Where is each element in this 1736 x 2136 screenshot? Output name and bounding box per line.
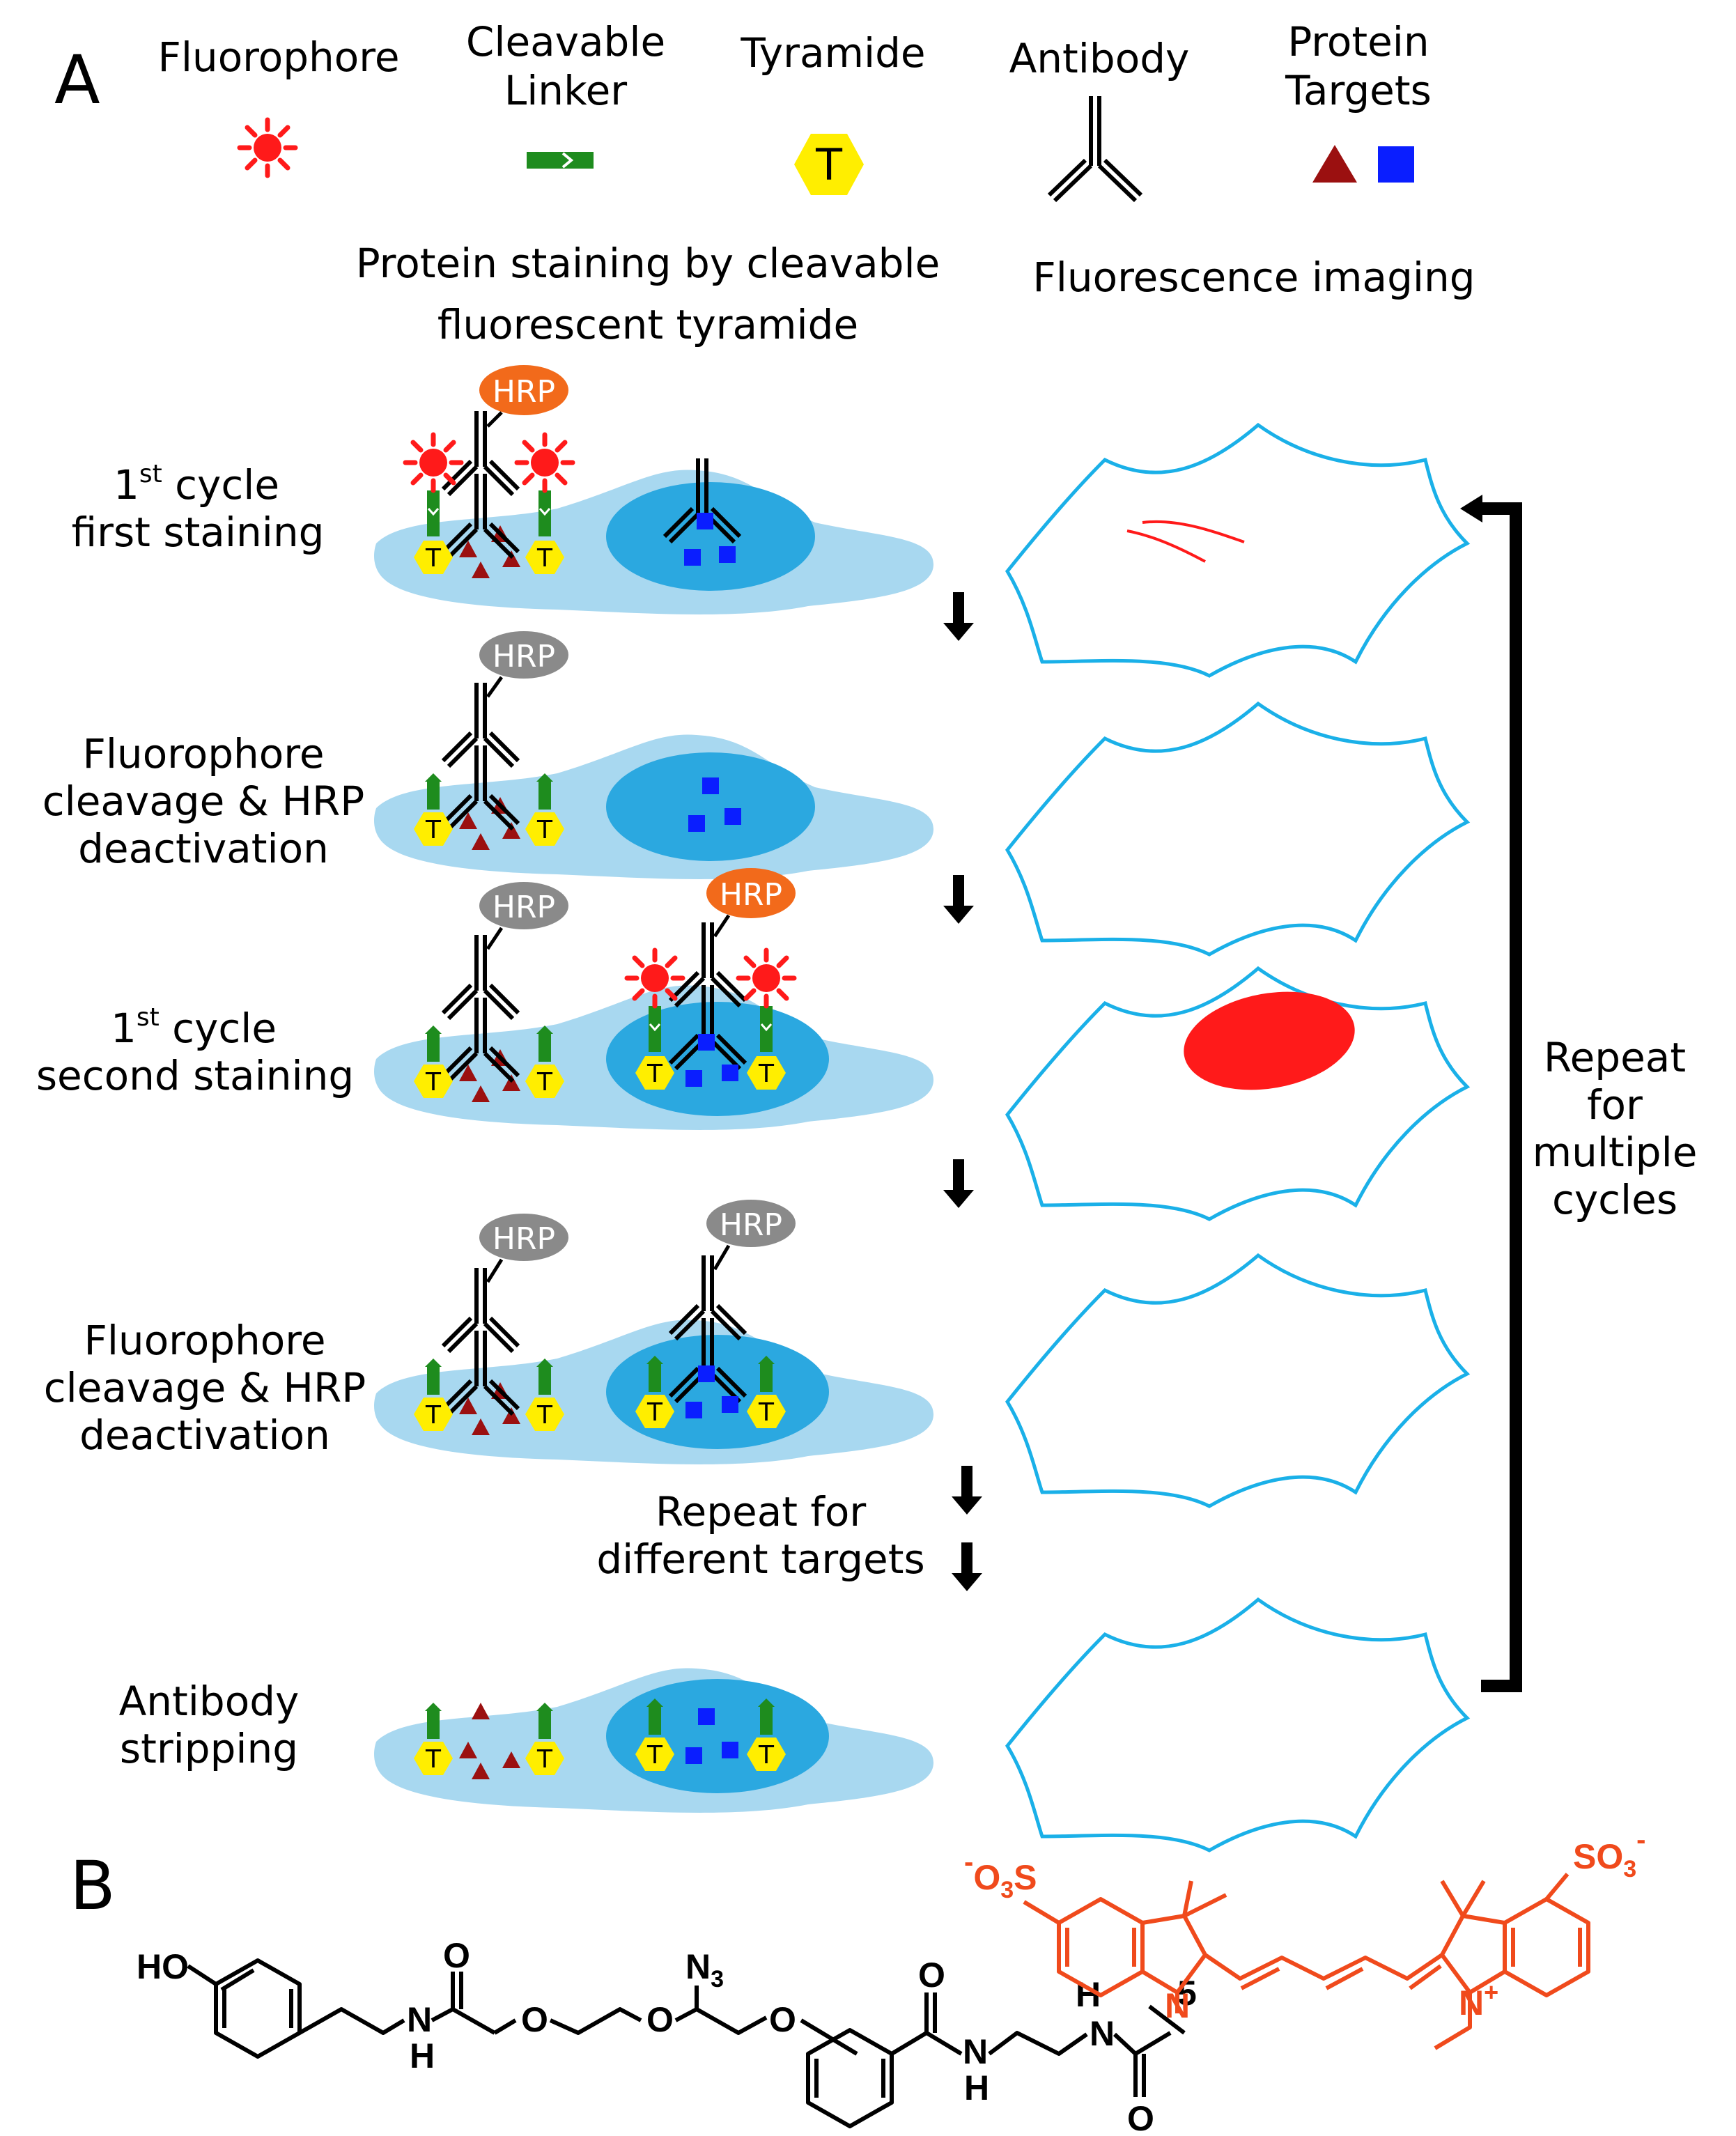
imaging-cell-5 xyxy=(1007,1600,1467,1850)
step-label-5: Antibody stripping xyxy=(119,1678,300,1772)
svg-text:HO: HO xyxy=(137,1947,189,1986)
svg-text:O: O xyxy=(769,2000,796,2039)
cell-diagram-2: HRP xyxy=(374,631,933,879)
svg-text:second staining: second staining xyxy=(36,1052,354,1099)
svg-text:H: H xyxy=(964,2068,989,2107)
tyramide-icon: T xyxy=(794,134,864,195)
triangle-target-icon xyxy=(1312,145,1357,183)
svg-text:for: for xyxy=(1587,1081,1643,1129)
cell-diagram-4: HRP HRP xyxy=(374,1200,933,1464)
repeat-cycles-label: Repeat for multiple cycles xyxy=(1533,1034,1698,1223)
svg-text:Antibody: Antibody xyxy=(119,1678,300,1725)
svg-text:N: N xyxy=(1165,1986,1190,2025)
svg-text:Fluorophore: Fluorophore xyxy=(82,730,324,777)
repeat-targets-2: different targets xyxy=(596,1535,924,1583)
svg-text:HRP: HRP xyxy=(720,877,782,913)
svg-text:cycles: cycles xyxy=(1552,1176,1677,1223)
step-label-1: 1st cycle first staining xyxy=(72,460,325,556)
legend-fluorophore-label: Fluorophore xyxy=(157,33,399,81)
svg-text:-O3S: -O3S xyxy=(964,1847,1037,1903)
arrow-down-1 xyxy=(943,592,974,641)
imaging-header: Fluorescence imaging xyxy=(1032,254,1475,301)
stained-nucleus xyxy=(1184,991,1355,1090)
antibody-icon xyxy=(1047,96,1143,203)
svg-text:HRP: HRP xyxy=(493,1221,555,1257)
legend: Fluorophore Cleavable Linker Tyramide T … xyxy=(157,18,1432,203)
hrp-active-badge: HRP xyxy=(479,365,568,415)
svg-text:1st cycle: 1st cycle xyxy=(111,1003,277,1052)
svg-text:O: O xyxy=(443,1936,470,1975)
svg-text:O: O xyxy=(521,2000,548,2039)
arrow-down-2 xyxy=(943,875,974,924)
svg-text:HRP: HRP xyxy=(493,639,555,674)
staining-header-2: fluorescent tyramide xyxy=(437,301,858,348)
imaging-cell-3 xyxy=(1007,968,1467,1219)
chemical-structure: HO N H O O O N3 O O N H H N O 5 xyxy=(137,1825,1646,2136)
fluorophore-icon xyxy=(240,120,295,176)
svg-text:HRP: HRP xyxy=(493,374,555,410)
svg-text:first staining: first staining xyxy=(72,509,325,556)
hrp-active-badge-2: HRP xyxy=(706,868,796,918)
imaging-cell-4 xyxy=(1007,1255,1467,1506)
svg-text:T: T xyxy=(815,139,843,190)
svg-text:deactivation: deactivation xyxy=(78,825,329,872)
svg-text:multiple: multiple xyxy=(1533,1129,1698,1176)
svg-text:HRP: HRP xyxy=(720,1207,782,1243)
panel-b-label: B xyxy=(70,1847,116,1925)
repeat-cycles-bracket xyxy=(1460,495,1522,1692)
svg-text:Repeat: Repeat xyxy=(1544,1034,1686,1081)
imaging-cell-2 xyxy=(1007,704,1467,954)
svg-text:SO3-: SO3- xyxy=(1573,1825,1646,1882)
svg-text:1st cycle: 1st cycle xyxy=(114,460,279,509)
svg-text:N3: N3 xyxy=(685,1947,724,1992)
cell-diagram-5 xyxy=(374,1668,933,1813)
cell-diagram-1: HRP xyxy=(374,365,933,614)
svg-text:N+: N+ xyxy=(1459,1978,1498,2022)
repeat-targets-1: Repeat for xyxy=(656,1488,867,1535)
svg-text:N: N xyxy=(1090,2014,1115,2053)
svg-text:O: O xyxy=(646,2000,674,2039)
svg-text:deactivation: deactivation xyxy=(79,1411,330,1459)
legend-tyramide-label: Tyramide xyxy=(740,29,925,77)
legend-targets-label-2: Targets xyxy=(1285,67,1432,114)
linker-icon xyxy=(527,152,594,169)
svg-text:N: N xyxy=(407,2000,432,2039)
imaging-cell-1 xyxy=(1007,425,1467,676)
step-label-2: Fluorophore cleavage & HRP deactivation xyxy=(42,730,365,872)
svg-text:H: H xyxy=(410,2036,435,2075)
svg-text:stripping: stripping xyxy=(120,1725,298,1772)
step-label-4: Fluorophore cleavage & HRP deactivation xyxy=(44,1317,366,1459)
cell-diagram-3: HRP HRP xyxy=(374,868,933,1130)
square-target-icon xyxy=(1378,146,1414,183)
svg-text:cleavage & HRP: cleavage & HRP xyxy=(42,777,365,825)
panel-a-label: A xyxy=(54,41,100,119)
svg-text:HRP: HRP xyxy=(493,890,555,925)
svg-text:O: O xyxy=(1127,2099,1154,2136)
arrow-down-3 xyxy=(943,1159,974,1208)
svg-text:O: O xyxy=(918,1956,945,1995)
step-label-3: 1st cycle second staining xyxy=(36,1003,354,1099)
legend-antibody-label: Antibody xyxy=(1009,35,1190,82)
legend-linker-label-2: Linker xyxy=(504,67,627,114)
arrow-down-4 xyxy=(952,1466,982,1515)
staining-header-1: Protein staining by cleavable xyxy=(356,240,940,287)
svg-text:cleavage & HRP: cleavage & HRP xyxy=(44,1364,366,1411)
legend-linker-label-1: Cleavable xyxy=(466,18,665,65)
arrow-down-5 xyxy=(952,1542,982,1591)
svg-text:N: N xyxy=(963,2032,988,2071)
svg-text:Fluorophore: Fluorophore xyxy=(84,1317,325,1364)
legend-targets-label-1: Protein xyxy=(1287,18,1429,65)
